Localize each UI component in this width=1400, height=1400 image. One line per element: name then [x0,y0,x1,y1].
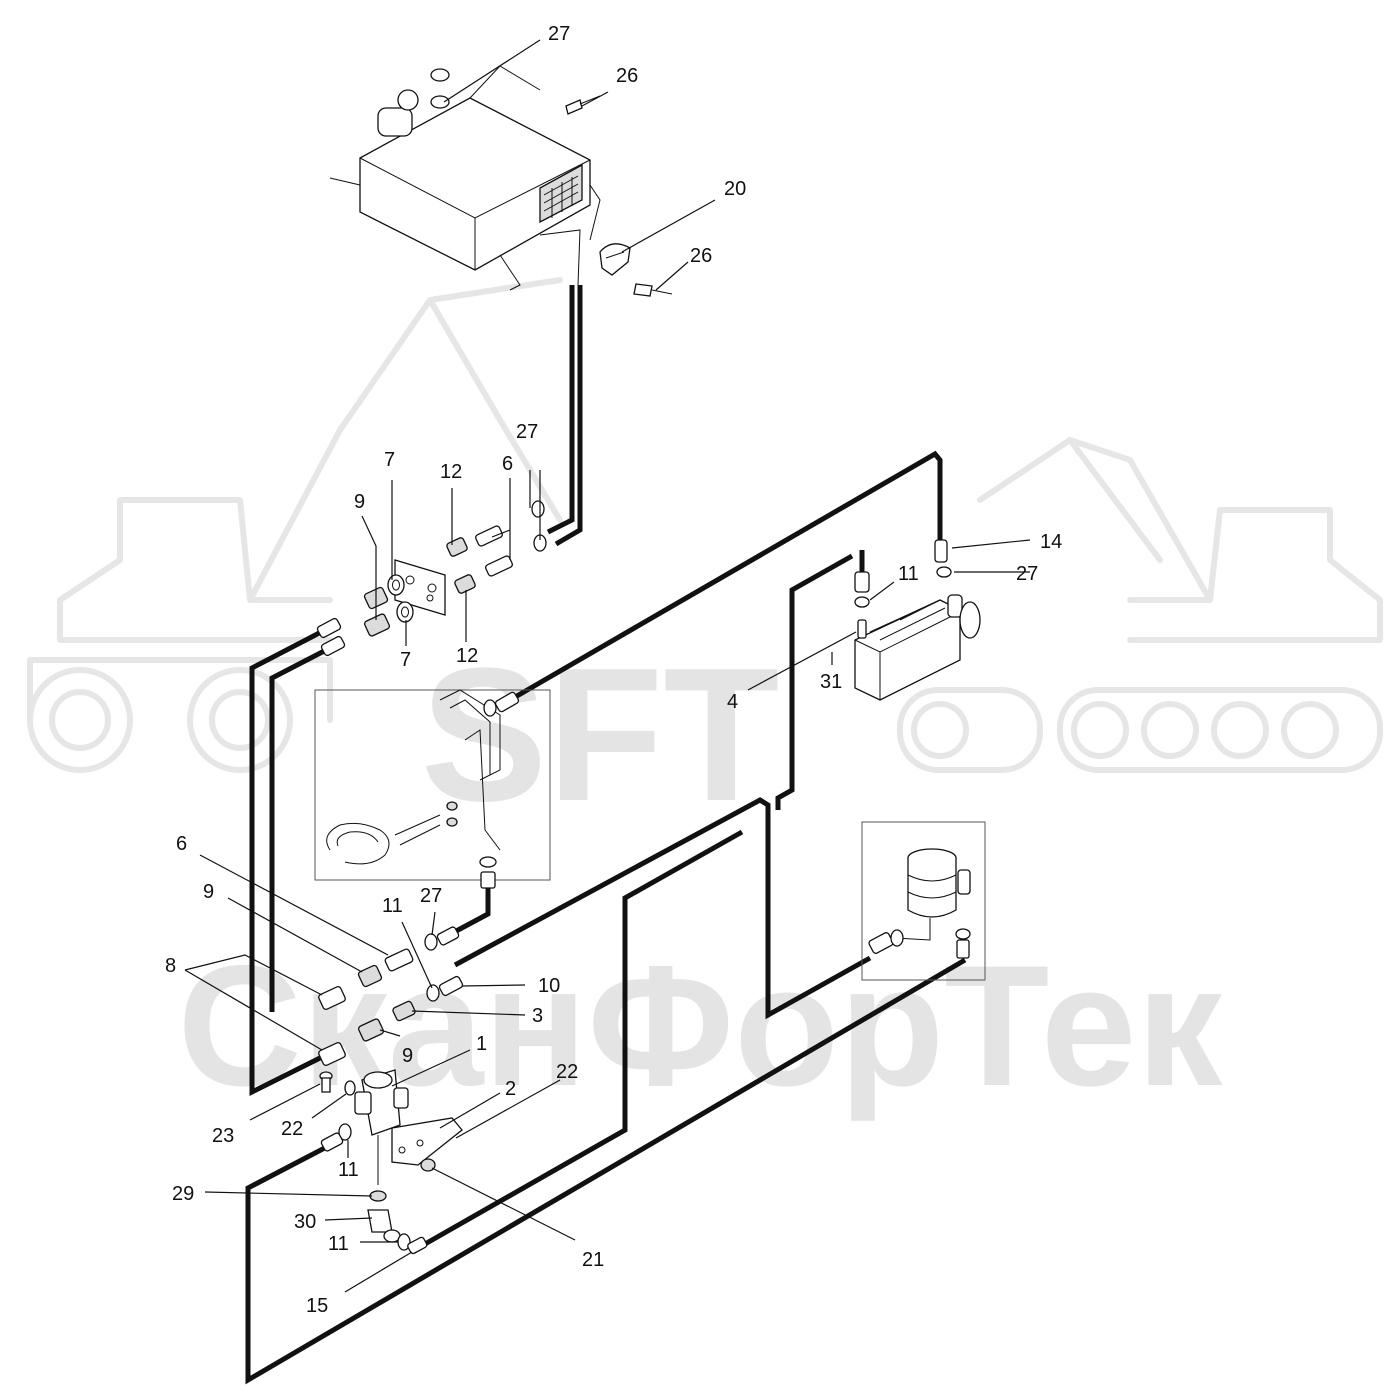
callout-26: 26 [616,65,638,87]
adapter-6-lower-left [384,948,414,972]
callout-6: 6 [176,833,187,855]
clamp-11-valve [320,1123,352,1152]
callout-3: 3 [532,1005,543,1027]
watermark-company: СканФорТек [177,930,1223,1122]
callout-9: 9 [354,491,365,513]
hose-left-outer [249,627,327,1097]
heater-unit [329,65,601,291]
callout-27: 27 [516,421,538,443]
callout-7: 7 [384,449,395,471]
hose-box-return [443,885,491,940]
callout-27: 27 [420,885,442,907]
inset-box-coil [314,689,551,889]
callout-2: 2 [505,1078,516,1100]
inset-box-filter [861,821,986,981]
control-valve-1 [354,1069,409,1185]
watermark-excavator-right [897,437,1383,773]
nipple-8-lower [318,1042,346,1066]
hose-top-loop [508,450,943,703]
washer-7-lower [396,601,414,623]
hose-bottom-loop [245,957,967,1385]
fitting-29 [369,1190,387,1202]
nut-21 [420,1158,436,1172]
callout-11: 11 [338,1159,359,1181]
callout-23: 23 [212,1125,234,1147]
screw-26-mid [633,283,673,297]
hose-end-11-engine [854,571,870,608]
clamp-27-cluster [531,500,547,552]
hose-return-15 [416,829,744,1251]
hoses [245,285,967,1385]
nipple-9-lower-a [357,964,383,988]
clamp-27-lower [424,926,460,951]
washer-22-left [344,1080,356,1096]
callout-27: 27 [548,23,570,45]
connector-12-upper [446,537,468,557]
callout-12: 12 [456,645,478,667]
callout-20: 20 [724,178,746,200]
callout-7: 7 [400,649,411,671]
hose-mid-loop [453,797,872,1020]
watermark-excavator-left [27,277,563,773]
engine-oil-cooler [854,594,981,701]
hose-engine-return [775,553,854,810]
callout-8: 8 [165,955,176,977]
hose-left-inner [269,645,332,1012]
clamp-27-top [430,68,450,109]
callout-4: 4 [727,691,738,713]
nipple-8-upper [318,986,346,1010]
nipple-9-lower-b [357,1018,385,1042]
clamp-20 [599,243,631,276]
clamp-11-bottom [397,1233,428,1255]
nipple-9-lower [363,613,391,637]
callout-15: 15 [306,1295,328,1317]
callout-11: 11 [382,895,403,917]
bolt-23 [319,1071,333,1093]
hose-ends-9 [316,617,346,657]
callout-10: 10 [538,975,560,997]
callout-22: 22 [556,1061,578,1083]
callout-1: 1 [476,1033,487,1055]
leader-lines [184,39,1031,1293]
callouts: 27 26 20 26 7 12 6 27 9 7 12 14 11 27 31… [165,23,1062,1317]
elbow-30 [367,1209,401,1243]
callout-29: 29 [172,1183,194,1205]
callout-26: 26 [690,245,712,267]
callout-27: 27 [1016,563,1038,585]
callout-12: 12 [440,461,462,483]
hose-heater-outlet-a [546,285,575,535]
hose-end-14 [934,539,948,563]
callout-6: 6 [502,453,513,475]
screw-26-top [565,95,601,115]
callout-11: 11 [328,1233,349,1255]
clamp-27-right [936,566,952,578]
hose-heater-outlet-b [554,285,583,547]
callout-9: 9 [203,881,214,903]
adapter-6-lower [485,555,513,577]
bracket-2 [391,1117,463,1166]
connector-3 [392,1000,416,1022]
callout-30: 30 [294,1211,316,1233]
clamp-11-mid [426,975,464,1002]
callout-14: 14 [1040,531,1062,553]
washer-7-upper [387,574,405,596]
callout-11: 11 [898,563,919,585]
adapter-6-upper [475,525,503,547]
watermark: SFT СканФорТек [27,277,1383,1122]
callout-31: 31 [820,671,842,693]
callout-22: 22 [281,1118,303,1140]
connector-12-lower [454,574,476,594]
callout-9: 9 [402,1045,413,1067]
callout-21: 21 [582,1249,604,1271]
